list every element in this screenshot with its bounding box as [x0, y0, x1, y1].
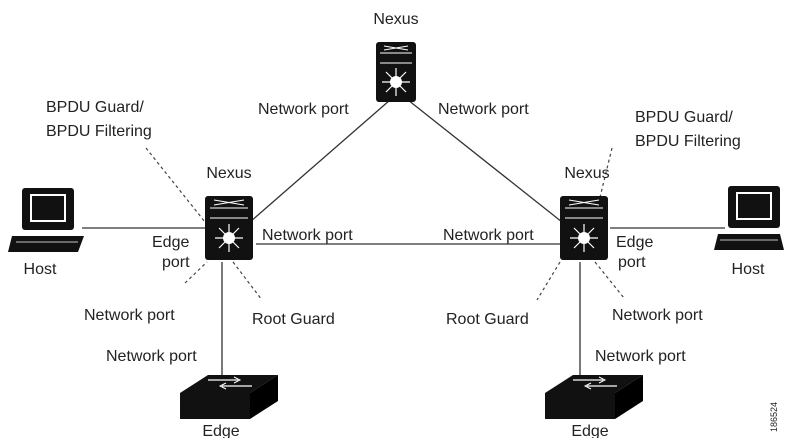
edge-port-right-label-line2: port: [618, 254, 646, 271]
link-top-left: [249, 99, 391, 223]
mid-right-network-port-label: Network port: [443, 227, 534, 244]
nexus-right-label: Nexus: [564, 165, 609, 182]
nexus-left-label: Nexus: [206, 165, 251, 182]
top-left-network-port-label: Network port: [258, 101, 349, 118]
leader-bpdu-right: [593, 147, 613, 223]
leader-netport-left: [184, 261, 208, 284]
edge-port-right-label-line1: Edge: [616, 234, 653, 251]
bpdu-right-label-line2: BPDU Filtering: [635, 133, 741, 150]
edge-port-left-label-line2: port: [162, 254, 190, 271]
nexus-left-switch-icon: [205, 196, 253, 260]
edge-right-label: Edge: [571, 423, 608, 438]
edge-right-switch-icon: [545, 375, 643, 419]
bpdu-left-label-line2: BPDU Filtering: [46, 123, 152, 140]
edge-left-switch-icon: [180, 375, 278, 419]
mid-left-network-port-label: Network port: [262, 227, 353, 244]
network-port-lower-left-b-label: Network port: [106, 348, 197, 365]
bpdu-right-label-line1: BPDU Guard/: [635, 109, 733, 126]
bpdu-left-label-line1: BPDU Guard/: [46, 99, 144, 116]
host-right-label: Host: [732, 261, 765, 278]
leader-bpdu-left: [145, 147, 206, 223]
top-right-network-port-label: Network port: [438, 101, 529, 118]
host-right-computer-icon: [714, 186, 784, 250]
leader-rootguard-right: [536, 261, 561, 301]
nexus-top-switch-icon: [376, 42, 416, 102]
edge-left-label: Edge: [202, 423, 239, 438]
leader-netport-right: [594, 261, 625, 299]
network-port-lower-right-b-label: Network port: [595, 348, 686, 365]
nexus-right-switch-icon: [560, 196, 608, 260]
network-port-lower-left-a-label: Network port: [84, 307, 175, 324]
host-left-label: Host: [24, 261, 57, 278]
network-port-lower-right-a-label: Network port: [612, 307, 703, 324]
host-left-computer-icon: [8, 188, 84, 252]
edge-port-left-label-line1: Edge: [152, 234, 189, 251]
root-guard-left-label: Root Guard: [252, 311, 335, 328]
root-guard-right-label: Root Guard: [446, 311, 529, 328]
leader-rootguard-left: [232, 261, 263, 301]
nexus-top-label: Nexus: [373, 11, 418, 28]
link-top-right: [407, 99, 563, 223]
figure-id-label: 186524: [769, 402, 779, 432]
